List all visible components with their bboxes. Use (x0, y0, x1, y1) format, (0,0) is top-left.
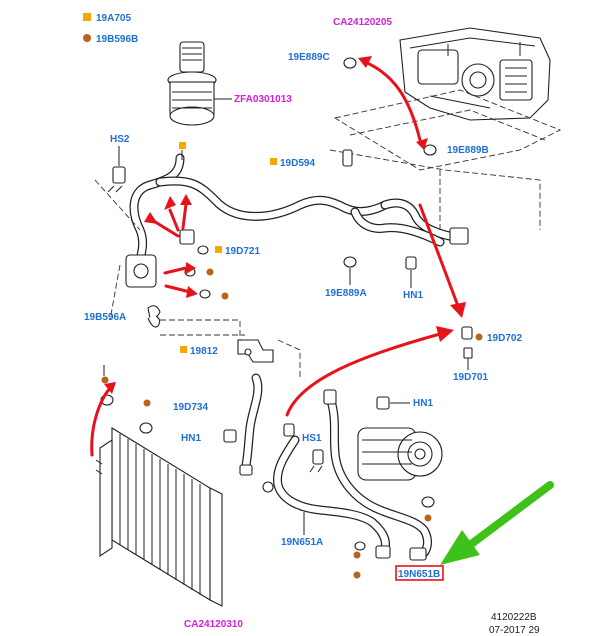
legend-square-label: 19A705 (96, 13, 131, 24)
hs1-sensor-illustration (309, 449, 324, 473)
legend-dot-icon (83, 34, 91, 42)
red-arrows (90, 56, 466, 457)
ca-top-reference-label: CA24120205 (333, 17, 392, 28)
bracket-19812-illustration (237, 339, 274, 363)
compressor-illustration (357, 427, 443, 481)
part-19d701-label: 19D701 (453, 372, 488, 383)
square-marker-19d594-icon (270, 158, 277, 165)
drawing-number: 4120222B (491, 612, 537, 623)
part-19n651b-label: 19N651B (398, 569, 440, 580)
nut-hn1-left-icon (223, 429, 237, 443)
o-ring-19e889a-icon (343, 256, 357, 268)
o-ring-19e889b-icon (423, 144, 437, 156)
ca-bottom-reference-label: CA24120310 (184, 619, 243, 630)
dot-marker-icon (353, 571, 361, 579)
dot-marker-icon (101, 376, 109, 384)
dot-marker-icon (424, 514, 432, 522)
hose-19n651-illustration (262, 389, 432, 561)
dot-marker-icon (221, 292, 229, 300)
hs2-label: HS2 (110, 134, 130, 145)
dot-marker-19d702-icon (475, 333, 483, 341)
receiver-drier-illustration (167, 41, 232, 126)
part-19n651a-label: 19N651A (281, 537, 323, 548)
fitting-19d702-icon (461, 326, 473, 340)
highlight-box-19n651b (395, 565, 444, 581)
green-arrow (440, 481, 554, 565)
part-19d734-label: 19D734 (173, 402, 208, 413)
legend-square-icon (83, 13, 91, 21)
zfa-reference-label: ZFA0301013 (234, 94, 292, 105)
part-19d721-label: 19D721 (225, 246, 260, 257)
part-19812-label: 19812 (190, 346, 218, 357)
part-19b596a-label: 19B596A (84, 312, 126, 323)
legend: 19A705 19B596B (83, 13, 138, 45)
hn1-mid-label: HN1 (413, 398, 433, 409)
nut-hn1-top-icon (405, 256, 417, 270)
dot-marker-icon (353, 551, 361, 559)
hs2-sensor-illustration (107, 166, 126, 193)
dot-marker-icon (206, 268, 214, 276)
part-19d594-label: 19D594 (280, 158, 315, 169)
evaporator-housing-illustration (399, 27, 551, 121)
hn1-left-label: HN1 (181, 433, 201, 444)
hose-19d734-illustration (239, 373, 263, 476)
nut-hn1-mid-icon (376, 396, 390, 410)
hs1-label: HS1 (302, 433, 322, 444)
part-19d702-label: 19D702 (487, 333, 522, 344)
square-marker-19812-icon (180, 346, 187, 353)
legend-dot-label: 19B596B (96, 34, 138, 45)
part-19e889a-label: 19E889A (325, 288, 367, 299)
drawing-date: 07-2017 29 (489, 625, 540, 636)
condenser-illustration (95, 427, 223, 607)
part-19e889b-label: 19E889B (447, 145, 489, 156)
upper-hose-assembly (125, 153, 469, 288)
hn1-top-label: HN1 (403, 290, 423, 301)
o-ring-19d721-icon (197, 245, 209, 255)
part-19e889c-label: 19E889C (288, 52, 330, 63)
square-marker-19d721-icon (215, 246, 222, 253)
dot-marker-icon (143, 399, 151, 407)
o-ring-19e889c-icon (343, 57, 357, 69)
square-marker-icon (179, 142, 186, 149)
